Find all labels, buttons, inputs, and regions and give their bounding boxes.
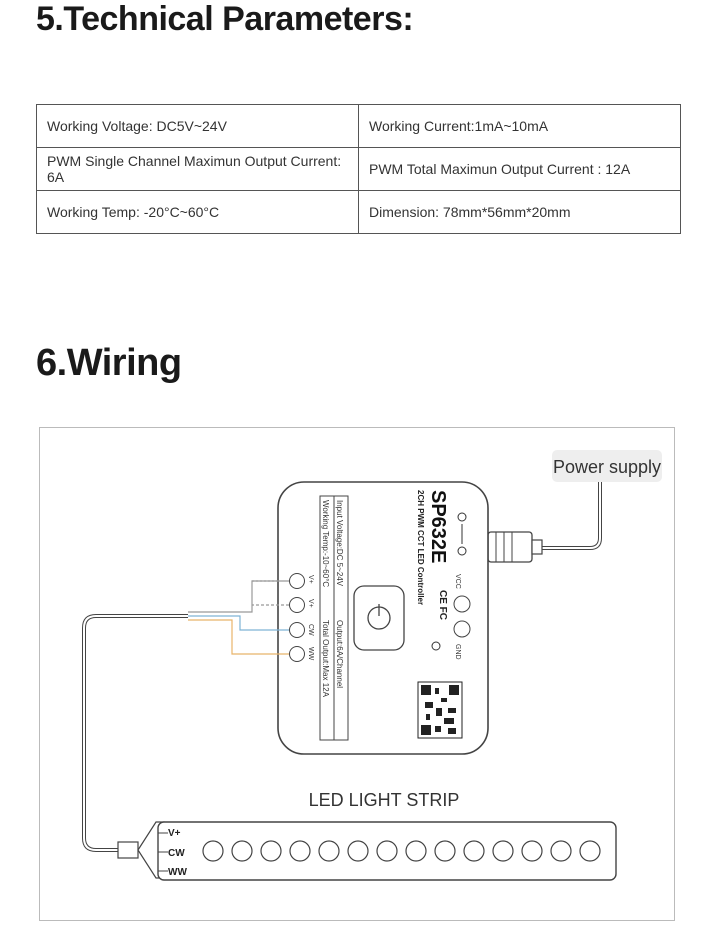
- power-cable-inner: [540, 482, 601, 549]
- led-bead: [492, 840, 514, 862]
- led-bead: [434, 840, 456, 862]
- led-bead: [202, 840, 224, 862]
- strip-pin-cw: CW: [168, 848, 185, 859]
- led-bead: [550, 840, 572, 862]
- strip-pin-v: V+: [168, 828, 181, 839]
- led-bead: [260, 840, 282, 862]
- led-bead: [376, 840, 398, 862]
- param-dimension: Dimension: 78mm*56mm*20mm: [358, 190, 681, 234]
- led-bead: [463, 840, 485, 862]
- controller-output-per-channel: Output:6A/Channel: [335, 620, 344, 688]
- power-supply-label-bg: [552, 450, 662, 482]
- controller-certs: CE FC: [437, 590, 448, 620]
- wire-bundle: [188, 580, 289, 655]
- param-working-temp: Working Temp: -20°C~60°C: [36, 190, 359, 234]
- param-working-current: Working Current:1mA~10mA: [358, 104, 681, 148]
- led-bead: [579, 840, 601, 862]
- vcc-terminal: [453, 595, 471, 613]
- controller-subtitle: 2CH PWM CCT LED Controller: [416, 490, 425, 605]
- power-supply-label: Power supply: [553, 457, 661, 477]
- power-cable: [540, 482, 602, 550]
- power-button: [353, 585, 405, 651]
- param-working-voltage: Working Voltage: DC5V~24V: [36, 104, 359, 148]
- led-row: [202, 840, 601, 862]
- led-bead: [521, 840, 543, 862]
- terminal-v2: [289, 597, 305, 613]
- terminal-label-v1: V+: [307, 575, 314, 584]
- led-bead: [347, 840, 369, 862]
- terminal-label-v2: V+: [307, 599, 314, 608]
- controller-working-temp: Working Temp:-10~60°C: [321, 500, 330, 587]
- qr-code-icon: [417, 681, 463, 739]
- gnd-terminal: [453, 620, 471, 638]
- terminal-v1: [289, 573, 305, 589]
- dc-polarity-icon: [457, 512, 467, 556]
- vcc-label: VCC: [454, 574, 461, 589]
- technical-parameters-table: Working Voltage: DC5V~24V Working Curren…: [36, 104, 681, 234]
- controller-total-output: Total Output:Max 12A: [321, 620, 330, 698]
- wiring-diagram-frame: [39, 427, 675, 921]
- led-bead: [231, 840, 253, 862]
- terminal-label-cw: CW: [307, 624, 314, 636]
- table-row: Working Voltage: DC5V~24V Working Curren…: [36, 104, 681, 148]
- terminal-ww: [289, 646, 305, 662]
- controller-input-voltage: Input Voltage:DC 5~24V: [335, 500, 344, 587]
- strip-cable: [82, 614, 188, 852]
- terminal-cw: [289, 622, 305, 638]
- led-bead: [289, 840, 311, 862]
- led-bead: [405, 840, 427, 862]
- led-bead: [318, 840, 340, 862]
- recycle-icon: [431, 641, 441, 651]
- table-row: PWM Single Channel Maximun Output Curren…: [36, 147, 681, 191]
- wiring-heading: 6.Wiring: [36, 342, 182, 384]
- table-row: Working Temp: -20°C~60°C Dimension: 78mm…: [36, 190, 681, 234]
- gnd-label: GND: [454, 644, 461, 660]
- param-total-current: PWM Total Maximun Output Current : 12A: [358, 147, 681, 191]
- controller-model: SP632E: [427, 490, 449, 563]
- technical-parameters-heading: 5.Technical Parameters:: [36, 0, 414, 38]
- param-single-channel-current: PWM Single Channel Maximun Output Curren…: [36, 147, 359, 191]
- dc-plug: [487, 531, 533, 563]
- strip-connector: [117, 841, 139, 859]
- strip-pin-ww: WW: [168, 867, 187, 878]
- led-strip-label: LED LIGHT STRIP: [309, 790, 460, 810]
- terminal-label-ww: WW: [307, 647, 314, 661]
